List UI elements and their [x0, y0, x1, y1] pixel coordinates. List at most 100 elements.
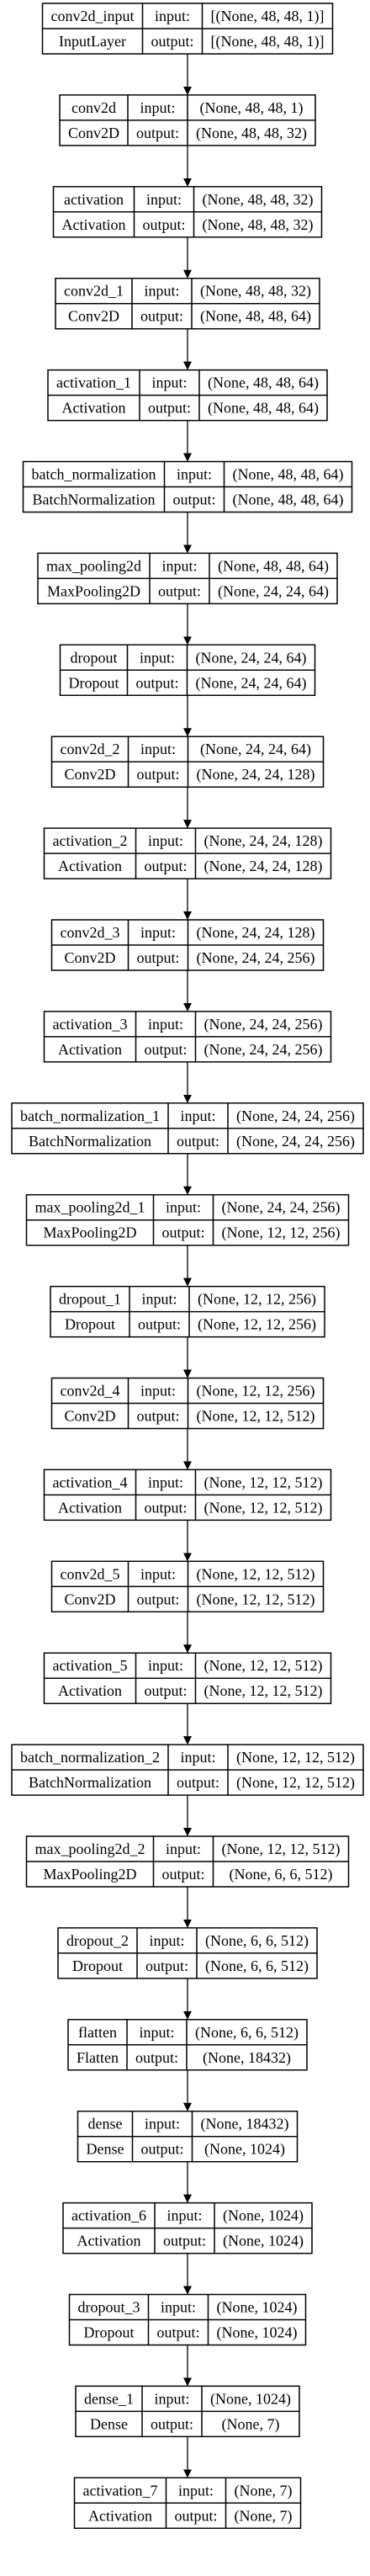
output-shape: (None, 24, 24, 128)	[197, 766, 315, 783]
input-label: input:	[144, 283, 179, 300]
layer-node: activation_6Activationinput:output:(None…	[62, 2202, 313, 2255]
layer-type: BatchNormalization	[29, 1774, 151, 1791]
layer-type: Dropout	[69, 674, 119, 691]
output-shape: (None, 7)	[235, 2507, 293, 2525]
input-label: input:	[140, 741, 176, 757]
input-label: input:	[148, 1474, 183, 1490]
layer-name: flatten	[78, 2024, 117, 2041]
output-shape: (None, 18432)	[203, 2049, 291, 2067]
output-label: output:	[135, 2049, 178, 2066]
input-label: input:	[155, 8, 190, 24]
output-shape-cell	[187, 1585, 325, 1612]
output-shape: (None, 12, 12, 512)	[204, 1682, 323, 1700]
layer-name: batch_normalization_1	[20, 1107, 160, 1124]
layer-type: Dense	[87, 2141, 124, 2158]
output-shape: (None, 1024)	[223, 2233, 304, 2250]
output-shape-cell	[186, 2044, 308, 2071]
layer-node: batch_normalization_1BatchNormalizationi…	[11, 1102, 364, 1155]
input-label: input:	[166, 1199, 201, 1216]
output-shape: (None, 12, 12, 512)	[204, 1499, 323, 1516]
input-label: input:	[146, 191, 182, 208]
input-label: input:	[148, 1657, 183, 1674]
output-shape: (None, 6, 6, 512)	[230, 1866, 333, 1883]
output-label: output:	[148, 400, 191, 417]
layer-type: Flatten	[77, 2049, 119, 2066]
input-shape: (None, 6, 6, 512)	[205, 1932, 309, 1950]
input-shape: (None, 48, 48, 64)	[233, 466, 344, 484]
layer-name: dense	[88, 2116, 123, 2133]
input-shape: (None, 12, 12, 512)	[222, 1840, 341, 1858]
output-shape-cell	[194, 1677, 332, 1704]
output-shape-cell	[187, 761, 325, 788]
layer-node: max_pooling2dMaxPooling2Dinput:output:(N…	[37, 552, 338, 605]
input-shape: (None, 12, 12, 512)	[197, 1565, 315, 1583]
input-label: input:	[148, 1016, 183, 1033]
layer-name: activation_2	[53, 832, 128, 849]
layer-node: max_pooling2d_1MaxPooling2Dinput:output:…	[25, 1194, 350, 1246]
layer-name: dropout_3	[78, 2299, 140, 2316]
output-shape-cell	[191, 2136, 299, 2163]
layer-name: activation_3	[53, 1016, 128, 1033]
input-shape: (None, 1024)	[217, 2299, 298, 2317]
layer-name: max_pooling2d	[46, 557, 141, 574]
layer-node: activation_1Activationinput:output:(None…	[47, 369, 328, 422]
layer-name: activation_7	[83, 2482, 158, 2499]
input-label: input:	[145, 2116, 180, 2133]
layer-type: Activation	[62, 216, 126, 233]
input-shape: (None, 7)	[235, 2482, 293, 2499]
layer-name: conv2d_1	[64, 283, 124, 300]
layer-type: Conv2D	[64, 1591, 115, 1607]
output-shape-cell	[201, 2410, 300, 2438]
output-label: output:	[151, 2415, 193, 2432]
layer-name: max_pooling2d_1	[35, 1199, 145, 1216]
input-label: input:	[180, 1749, 215, 1766]
input-shape: (None, 24, 24, 128)	[204, 832, 323, 850]
layer-node: max_pooling2d_2MaxPooling2Dinput:output:…	[25, 1835, 350, 1888]
layer-type: Activation	[77, 2233, 141, 2249]
input-shape: (None, 48, 48, 1)	[200, 99, 304, 117]
layer-type: Dropout	[65, 1316, 115, 1333]
input-shape: (None, 1024)	[210, 2390, 291, 2408]
input-shape: (None, 48, 48, 32)	[200, 283, 311, 300]
layer-node: activationActivationinput:output:(None, …	[52, 186, 323, 238]
output-shape-cell	[207, 2318, 307, 2346]
output-shape-cell	[214, 2227, 313, 2255]
output-shape: (None, 6, 6, 512)	[205, 1957, 309, 1975]
layer-name: activation_5	[53, 1657, 128, 1674]
layer-name: activation_6	[71, 2207, 146, 2224]
layer-type: Activation	[58, 1682, 122, 1699]
output-label: output:	[144, 1682, 187, 1699]
layer-name: dense_1	[84, 2390, 134, 2407]
output-shape: (None, 24, 24, 256)	[204, 1041, 323, 1059]
output-shape-cell	[196, 1952, 318, 1979]
layer-name: batch_normalization	[32, 466, 156, 483]
output-shape: (None, 12, 12, 256)	[222, 1224, 341, 1242]
input-shape: (None, 24, 24, 64)	[196, 649, 307, 667]
input-shape: (None, 12, 12, 512)	[236, 1749, 355, 1766]
output-shape-cell	[227, 1769, 364, 1796]
input-label: input:	[140, 1383, 176, 1400]
layer-type: Activation	[62, 400, 126, 417]
output-label: output:	[161, 1224, 204, 1241]
input-label: input:	[161, 2299, 196, 2316]
layer-type: BatchNormalization	[33, 491, 156, 508]
layer-type: Conv2D	[68, 125, 119, 141]
output-shape: [(None, 48, 48, 1)]	[211, 33, 325, 50]
output-shape-cell	[212, 1861, 350, 1888]
output-label: output:	[144, 858, 187, 874]
input-shape: (None, 24, 24, 64)	[200, 741, 311, 758]
output-shape: (None, 48, 48, 64)	[233, 491, 344, 509]
input-shape: (None, 12, 12, 256)	[197, 1383, 315, 1400]
layer-type: Activation	[88, 2507, 152, 2524]
output-label: output:	[177, 1133, 219, 1150]
layer-name: batch_normalization_2	[20, 1749, 160, 1766]
layer-name: conv2d_input	[51, 8, 135, 24]
output-shape-cell	[193, 211, 323, 238]
input-shape: (None, 6, 6, 512)	[195, 2024, 299, 2042]
input-shape: (None, 12, 12, 256)	[198, 1291, 316, 1309]
